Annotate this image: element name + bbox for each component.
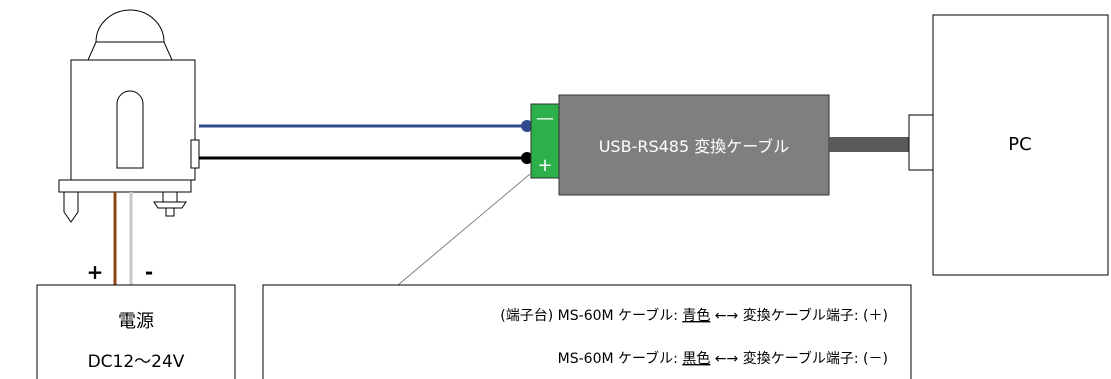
callout-line-1-prefix: (端子台) MS-60M ケーブル: xyxy=(500,307,682,324)
blue-wire-end xyxy=(521,120,533,132)
sensor-connector xyxy=(190,139,200,169)
wires xyxy=(113,120,533,285)
callout-line-1-arrow: ←→ xyxy=(710,308,742,324)
converter-label: USB-RS485 変換ケーブル xyxy=(599,137,790,156)
sensor-right-foot-tip xyxy=(165,207,175,217)
sensor-device xyxy=(58,9,200,223)
power-title: 電源 xyxy=(118,311,154,332)
callout-box xyxy=(262,284,912,379)
pc: PC xyxy=(908,14,1109,276)
power-voltage: DC12～24V xyxy=(88,352,185,372)
callout-line-1: (端子台) MS-60M ケーブル: 青色 ←→ 変換ケーブル端子: (＋) xyxy=(500,307,888,324)
callout-pointer xyxy=(397,173,531,286)
sensor-base-plate xyxy=(58,179,192,193)
power-plus-label: + xyxy=(87,260,104,284)
callout-line-2: MS-60M ケーブル: 黒色 ←→ 変換ケーブル端子: (－) xyxy=(558,350,888,367)
callout-line-2-color: 黒色 xyxy=(682,350,710,367)
callout-line-2-arrow: ←→ xyxy=(710,351,742,367)
usb-rs485-converter: — + USB-RS485 変換ケーブル xyxy=(530,94,909,196)
sensor-right-foot-stem xyxy=(162,191,178,203)
pc-box xyxy=(932,14,1109,276)
converter-body xyxy=(558,94,830,196)
sensor-slot xyxy=(116,90,144,169)
power-supply: + - 電源 DC12～24V xyxy=(36,260,236,379)
sensor-right-foot xyxy=(153,201,187,209)
terminal-plus-label: + xyxy=(537,155,552,176)
terminal-block xyxy=(530,103,560,179)
callout-line-1-suffix: 変換ケーブル端子: (＋) xyxy=(743,307,888,324)
power-box xyxy=(36,284,236,379)
usb-connector xyxy=(908,114,934,171)
terminal-minus-label: — xyxy=(536,108,554,129)
callout-line-2-suffix: 変換ケーブル端子: (－) xyxy=(743,350,888,367)
callout-line-2-prefix: MS-60M ケーブル: xyxy=(558,350,683,367)
sensor-left-foot xyxy=(63,191,79,223)
pc-label: PC xyxy=(1008,134,1031,155)
wiring-callout: (端子台) MS-60M ケーブル: 青色 ←→ 変換ケーブル端子: (＋) M… xyxy=(262,173,912,379)
sensor-dome xyxy=(95,9,165,43)
sensor-shoulder xyxy=(87,41,173,61)
usb-cable xyxy=(829,137,909,152)
power-minus-label: - xyxy=(145,260,153,284)
black-wire-end xyxy=(521,152,533,164)
callout-line-1-color: 青色 xyxy=(682,307,710,324)
